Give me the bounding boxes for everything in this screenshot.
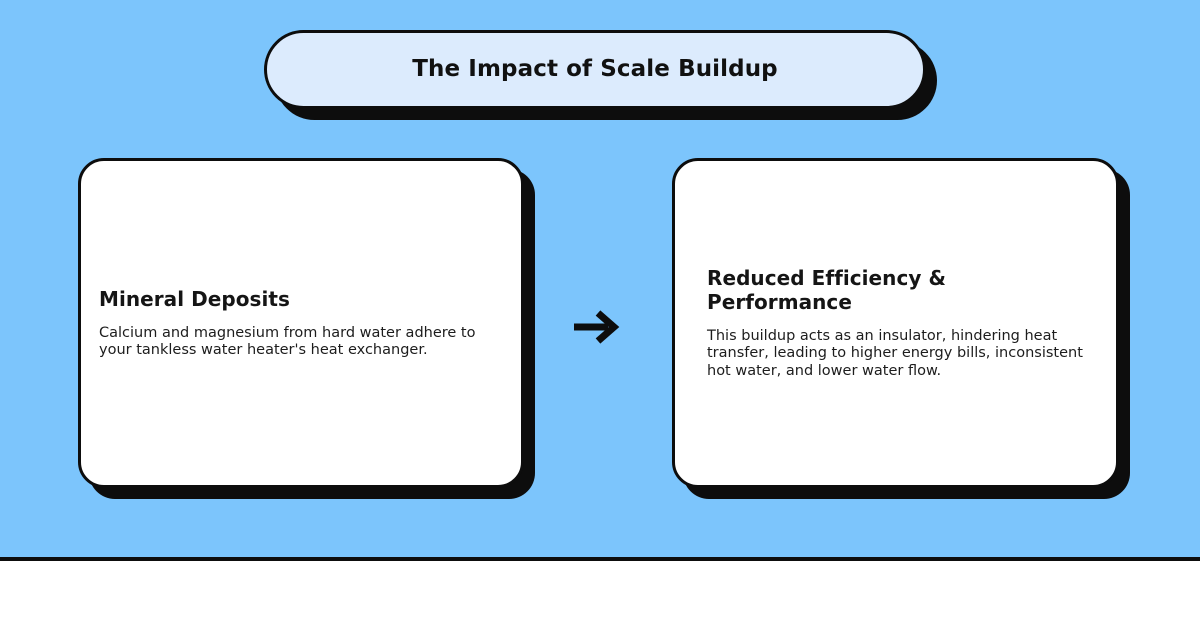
card-body-text: This buildup acts as an insulator, hinde… [707, 328, 1083, 379]
card-heading: Reduced Efficiency & Performance [707, 266, 946, 315]
card-body-text: Calcium and magnesium from hard water ad… [99, 324, 476, 358]
card-heading: Mineral Deposits [99, 286, 290, 311]
card-content: Reduced Efficiency & Performance This bu… [707, 266, 1098, 379]
card-content: Mineral Deposits Calcium and magnesium f… [99, 287, 503, 359]
title-pill: The Impact of Scale Buildup [264, 30, 926, 109]
flow-step-card-mineral-deposits: Mineral Deposits Calcium and magnesium f… [78, 158, 524, 488]
below-fold-white-area [0, 561, 1200, 630]
arrow-right-icon [560, 296, 636, 358]
flow-step-card-reduced-efficiency: Reduced Efficiency & Performance This bu… [672, 158, 1119, 488]
page-title: The Impact of Scale Buildup [412, 55, 778, 82]
